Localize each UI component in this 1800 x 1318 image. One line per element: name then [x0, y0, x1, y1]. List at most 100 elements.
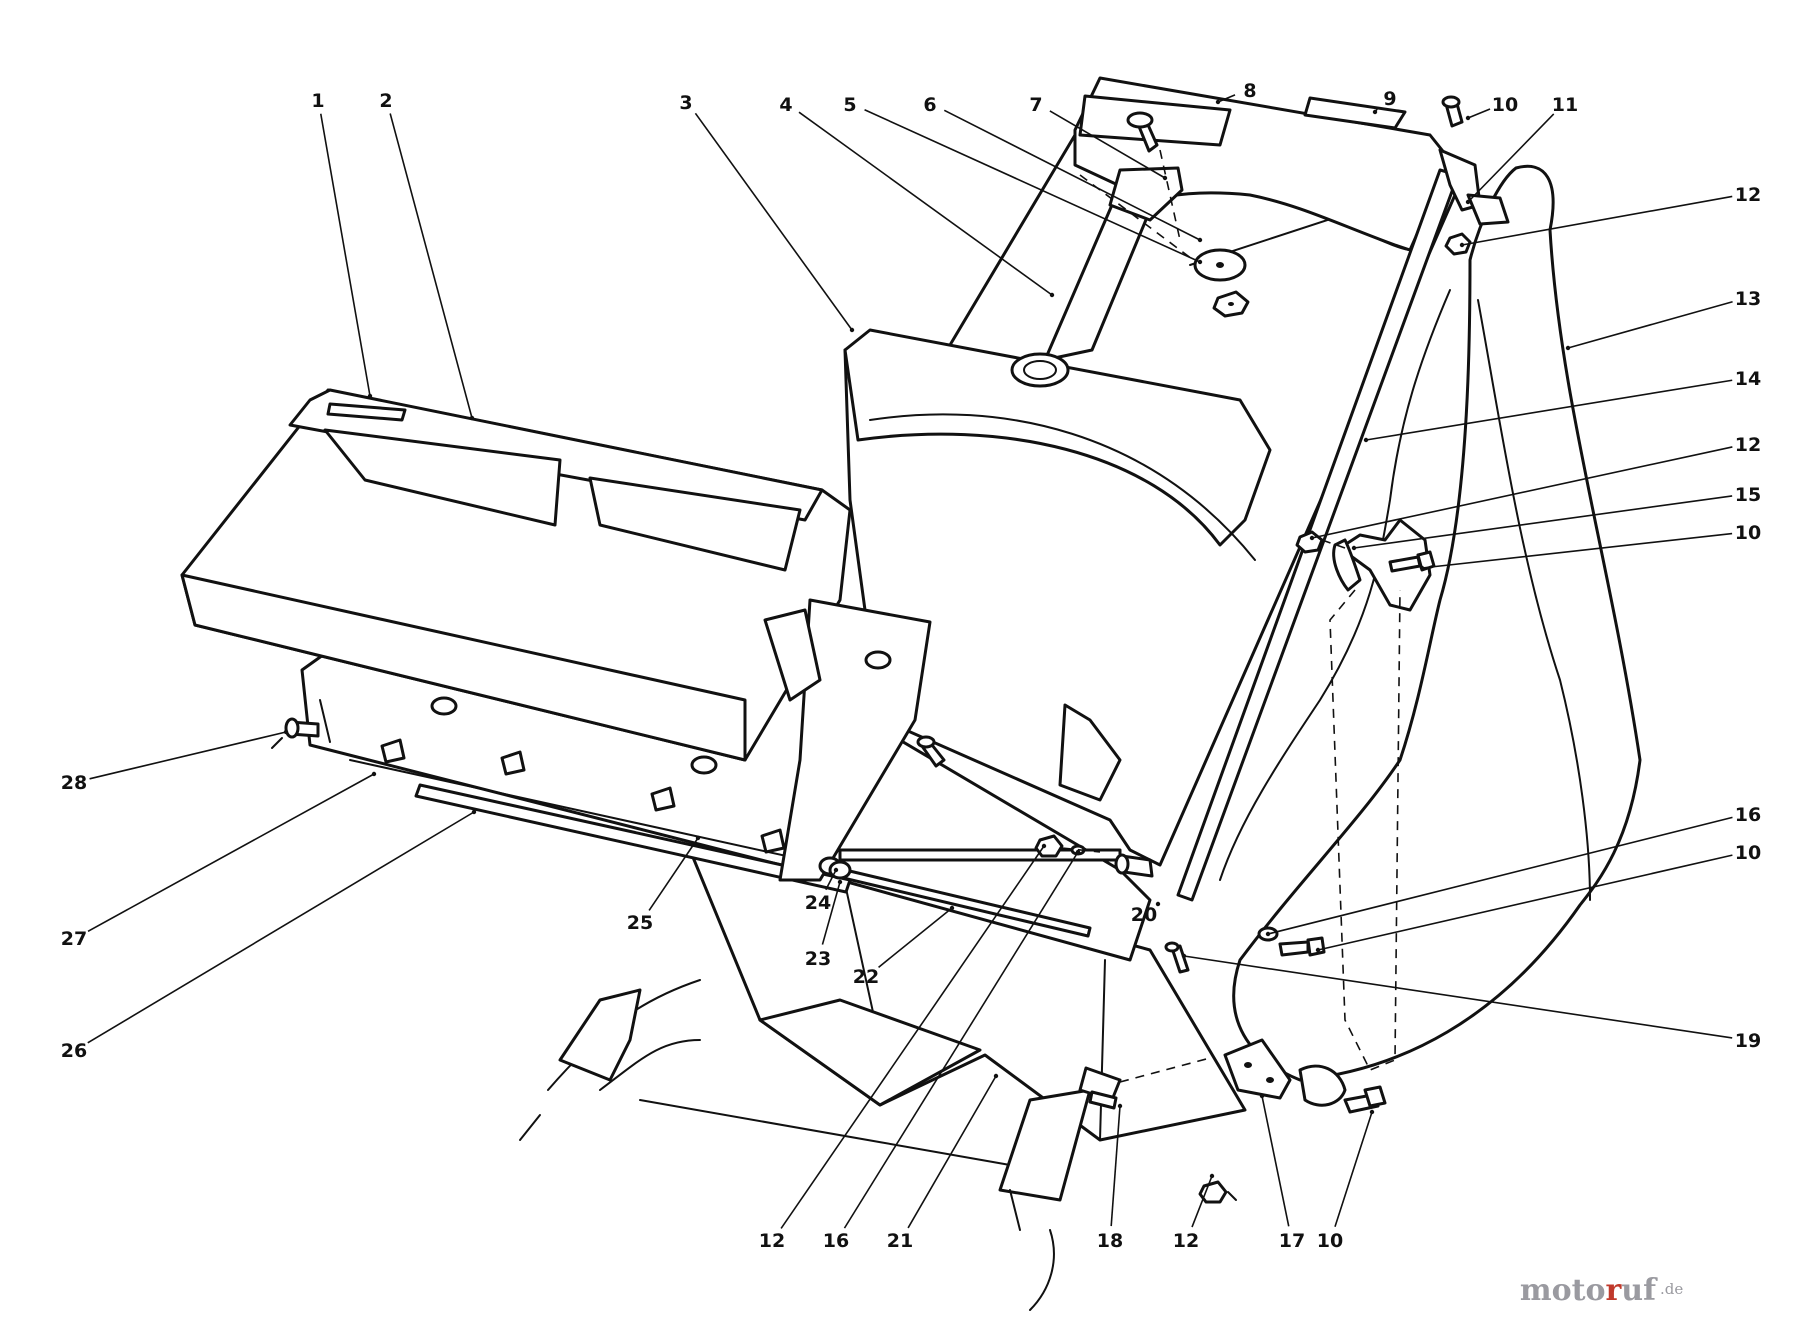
callout-number: 3 — [679, 92, 692, 114]
callout-c27: 27 — [61, 771, 377, 950]
watermark-logo: motoruf .de — [1520, 1273, 1684, 1308]
callout-number: 12 — [1735, 184, 1761, 206]
callout-c21: 21 — [887, 1073, 999, 1252]
leader-dot — [1315, 947, 1321, 953]
callout-number: 26 — [61, 1040, 87, 1062]
leader-dot — [1197, 237, 1203, 243]
callout-c5: 5 — [843, 94, 1203, 265]
leader-line — [1191, 1175, 1213, 1228]
callout-number: 23 — [805, 948, 831, 970]
leader-line — [1049, 110, 1166, 179]
leader-dot — [1351, 545, 1357, 551]
leader-dot — [1265, 931, 1271, 937]
leader-dot — [1215, 99, 1221, 105]
callout-c19: 19 — [1181, 953, 1761, 1052]
rear-door — [180, 388, 852, 762]
callout-c15: 15 — [1351, 484, 1761, 551]
deflector-plate — [430, 598, 932, 882]
leader-dot — [1049, 292, 1055, 298]
callout-c10b: 10 — [1419, 522, 1761, 571]
leader-dot — [1197, 259, 1203, 265]
callout-c7: 7 — [1029, 94, 1168, 181]
leader-dot — [1209, 1173, 1215, 1179]
callout-number: 16 — [823, 1230, 849, 1252]
leader-dot — [1369, 1109, 1375, 1115]
leader-line — [1311, 446, 1733, 539]
leader-line — [1567, 300, 1733, 349]
nut-5 — [1212, 290, 1250, 318]
leader-dot — [849, 327, 855, 333]
leader-dot — [1155, 901, 1161, 907]
callout-number: 11 — [1552, 94, 1578, 116]
leader-dot — [371, 771, 377, 777]
leader-dot — [1372, 109, 1378, 115]
leader-line — [821, 881, 841, 945]
leader-dot — [283, 729, 289, 735]
leader-line — [1421, 532, 1733, 569]
leader-line — [319, 113, 371, 397]
leader-dot — [837, 879, 843, 885]
leader-dot — [695, 835, 701, 841]
bolt-7 — [1126, 111, 1159, 153]
callout-number: 12 — [1735, 434, 1761, 456]
callout-number: 12 — [1173, 1230, 1199, 1252]
callout-c12c: 12 — [759, 843, 1047, 1252]
hinge-rod-22 — [414, 783, 1092, 938]
leader-line — [389, 113, 473, 419]
callout-c10d: 10 — [1317, 1109, 1375, 1252]
leader-line — [1217, 94, 1236, 103]
leader-dot — [1465, 199, 1471, 205]
clip-18 — [1078, 1066, 1122, 1110]
callout-number: 28 — [61, 772, 87, 794]
leader-line — [843, 851, 1079, 1229]
callout-number: 9 — [1383, 88, 1396, 110]
leader-line — [864, 109, 1201, 263]
callout-c17: 17 — [1259, 1093, 1305, 1252]
callout-number: 21 — [887, 1230, 913, 1252]
leader-line — [648, 837, 699, 911]
leader-line — [1261, 1095, 1290, 1227]
callout-c6: 6 — [923, 94, 1203, 243]
leader-dot — [1075, 849, 1081, 855]
callout-number: 2 — [379, 90, 392, 112]
leader-dot — [1162, 175, 1168, 181]
bracket-11 — [1466, 193, 1510, 226]
callout-c12a: 12 — [1459, 184, 1761, 248]
nut-12-center — [1034, 834, 1064, 858]
callout-number: 4 — [779, 94, 792, 116]
nut-12-bottom — [1198, 1180, 1228, 1204]
leader-line — [1267, 816, 1733, 935]
callout-c9: 9 — [1372, 88, 1397, 115]
hinge-pin-path — [1061, 847, 1101, 853]
leader-dot — [471, 809, 477, 815]
callout-number: 19 — [1735, 1030, 1761, 1052]
leader-line — [907, 1075, 997, 1229]
hinge-clips — [380, 738, 786, 854]
leader-dot — [833, 867, 839, 873]
callout-number: 10 — [1735, 522, 1761, 544]
nut-path — [1227, 1191, 1237, 1201]
leader-line — [694, 112, 853, 331]
leader-line — [1317, 854, 1733, 951]
leader-line — [780, 845, 1045, 1229]
callout-number: 7 — [1029, 94, 1042, 116]
leader-dot — [1363, 437, 1369, 443]
leader-dot — [1309, 535, 1315, 541]
svg-text:.de: .de — [1660, 1280, 1683, 1298]
callout-c24: 24 — [805, 867, 839, 914]
leader-line — [1365, 379, 1733, 441]
callout-c10c: 10 — [1315, 842, 1761, 953]
callout-c12b: 12 — [1309, 434, 1761, 541]
leader-line — [825, 869, 837, 891]
leader-line — [1467, 113, 1555, 203]
leader-line — [798, 111, 1053, 296]
leader-dot — [1117, 1103, 1123, 1109]
callout-number: 15 — [1735, 484, 1761, 506]
leader-line — [1461, 195, 1733, 246]
callout-number: 25 — [627, 912, 653, 934]
top-cover — [1073, 76, 1452, 252]
handle-tube — [1010, 166, 1184, 388]
callout-number: 13 — [1735, 288, 1761, 310]
callout-c26: 26 — [61, 809, 477, 1062]
